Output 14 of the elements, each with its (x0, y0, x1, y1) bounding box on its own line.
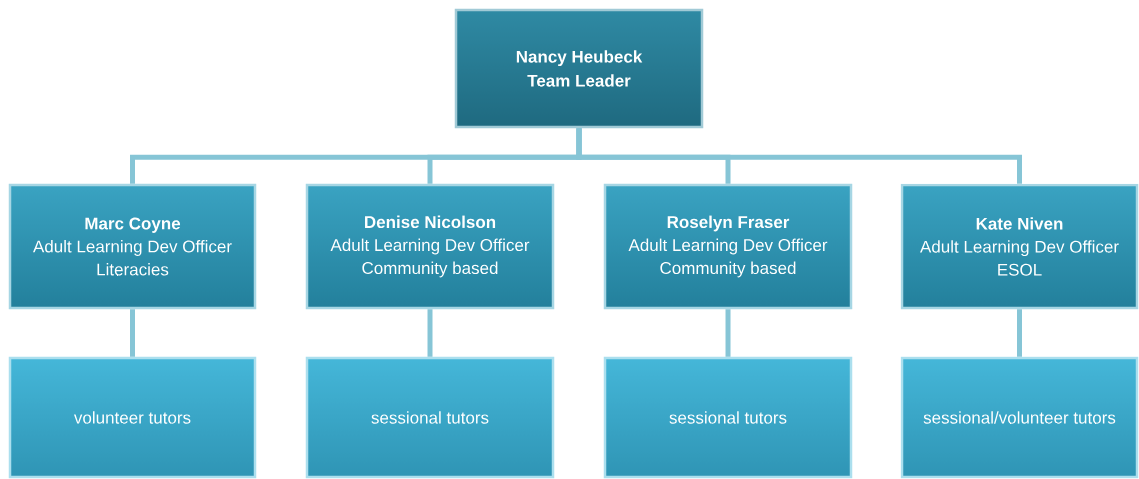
connector-line (725, 309, 731, 357)
tutor-box: sessional/volunteer tutors (900, 356, 1139, 479)
connector-line (130, 309, 135, 357)
tutor-box: volunteer tutors (8, 356, 257, 479)
role-box: Kate Niven Adult Learning Dev Officer ESOL (900, 183, 1139, 310)
role-box: Roselyn Fraser Adult Learning Dev Officer Community based (603, 183, 853, 310)
tutor-box: sessional tutors (305, 356, 555, 479)
connector-line (1017, 309, 1022, 357)
tutor-box: sessional tutors (603, 356, 853, 479)
connector-line (576, 128, 1022, 184)
role-box: Marc Coyne Adult Learning Dev Officer Literacies (8, 183, 257, 310)
role-box: Nancy Heubeck Team Leader (454, 8, 704, 129)
role-box: Denise Nicolson Adult Learning Dev Officer Community based (305, 183, 555, 310)
connector-line (427, 309, 433, 357)
